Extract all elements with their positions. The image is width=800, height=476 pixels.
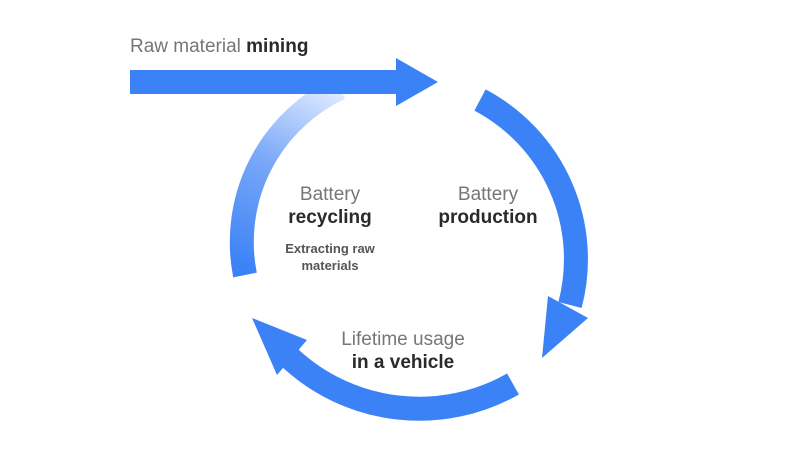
recycling-label: Battery recycling Extracting raw materia…: [265, 184, 395, 275]
recycling-note: Extracting raw materials: [265, 240, 395, 275]
usage-label: Lifetime usage in a vehicle: [318, 329, 488, 375]
production-label: Battery production: [423, 184, 553, 230]
mining-label: Raw material mining: [130, 36, 308, 59]
recycling-note-line1: Extracting raw: [285, 240, 375, 256]
production-arrow: [474, 89, 588, 358]
mining-label-dark: mining: [246, 36, 309, 57]
mining-label-light: Raw material: [130, 36, 241, 57]
production-label-light: Battery: [457, 184, 519, 205]
usage-label-dark: in a vehicle: [351, 351, 455, 373]
production-label-dark: production: [438, 206, 538, 228]
recycling-label-light: Battery: [299, 184, 361, 205]
recycling-note-line2: materials: [301, 258, 359, 274]
usage-arrow: [252, 318, 519, 421]
recycling-arc: [229, 77, 346, 278]
mining-arrow: [130, 58, 438, 106]
recycling-label-dark: recycling: [288, 206, 372, 228]
usage-label-light: Lifetime usage: [341, 329, 465, 350]
